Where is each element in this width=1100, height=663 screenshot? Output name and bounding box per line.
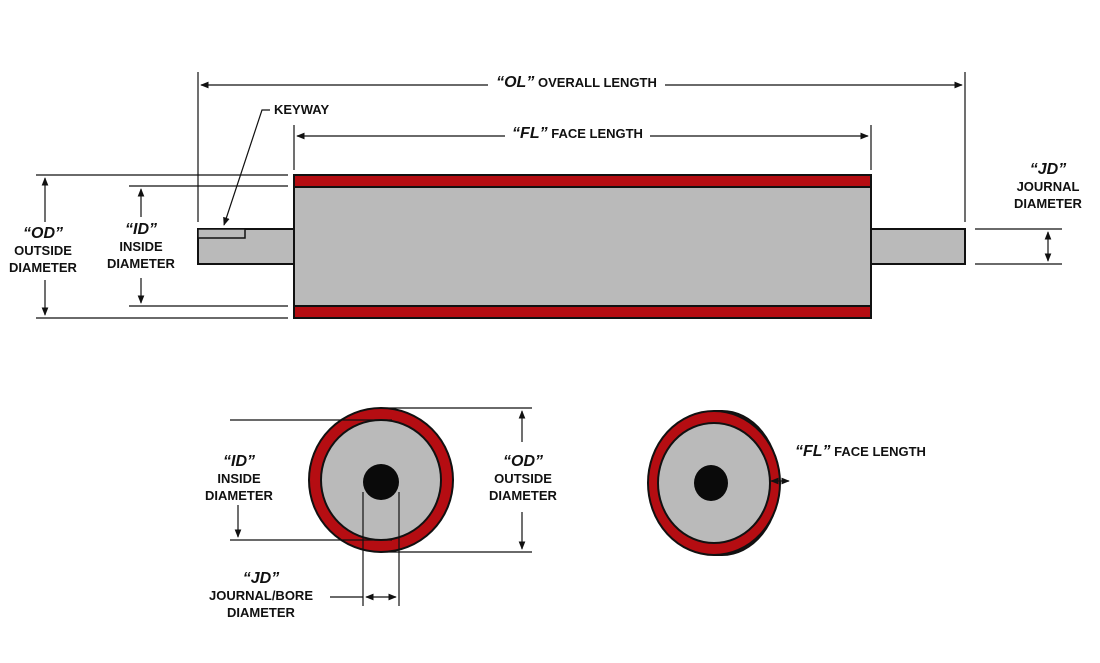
face-length-dimension xyxy=(293,125,872,170)
right-journal xyxy=(868,228,966,265)
roller-end-view xyxy=(308,407,454,553)
face-length-label: “FL” FACE LENGTH xyxy=(512,125,643,142)
perspective-bore-hole xyxy=(694,465,728,501)
journal-bore-diameter-dimension xyxy=(330,492,400,606)
journal-diameter-dimension xyxy=(975,228,1062,265)
roller-perspective-view xyxy=(647,410,790,556)
end-inside-diameter-label: “ID” INSIDE DIAMETER xyxy=(205,453,273,503)
outside-diameter-dimension xyxy=(36,174,288,319)
overall-length-label: “OL” OVERALL LENGTH xyxy=(496,74,657,91)
end-outside-diameter-label: “OD” OUTSIDE DIAMETER xyxy=(489,453,557,503)
overall-length-dimension xyxy=(197,72,966,222)
inside-diameter-label: “ID” INSIDE DIAMETER xyxy=(107,221,175,271)
roller-side-view xyxy=(197,174,966,319)
rubber-cover-bottom xyxy=(293,305,872,319)
end-bore-hole xyxy=(363,464,399,500)
end-outside-diameter-dimension xyxy=(380,407,532,553)
roller-core xyxy=(293,185,872,308)
inside-diameter-dimension xyxy=(129,185,288,307)
journal-diameter-label: “JD” JOURNAL DIAMETER xyxy=(1014,161,1082,211)
keyway-label: KEYWAY xyxy=(274,102,330,117)
keyway-slot xyxy=(197,228,246,239)
journal-bore-diameter-label: “JD” JOURNAL/BORE DIAMETER xyxy=(208,570,313,620)
end-inside-diameter-dimension xyxy=(230,419,392,541)
perspective-face-length-label: “FL” FACE LENGTH xyxy=(795,443,926,460)
keyway-leader xyxy=(223,109,270,226)
rubber-cover-top xyxy=(293,174,872,188)
outside-diameter-label: “OD” OUTSIDE DIAMETER xyxy=(9,225,77,275)
